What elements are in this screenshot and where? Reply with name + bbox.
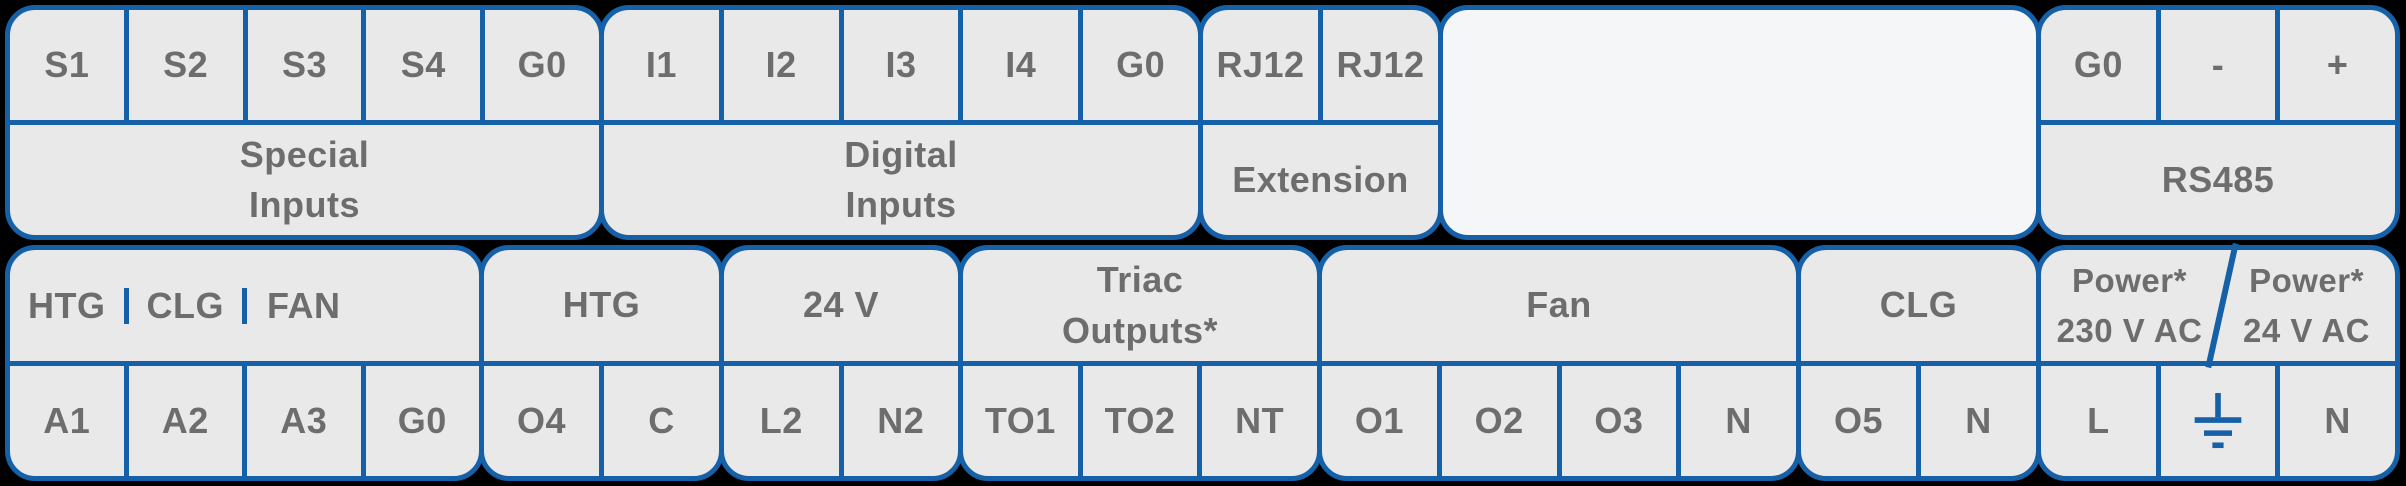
triac-terminals: TO1 TO2 NT: [963, 366, 1317, 476]
terminal-digital-g0: G0: [1078, 10, 1198, 120]
terminal-o5: O5: [1833, 400, 1884, 441]
terminal-a2: A2: [123, 366, 243, 476]
terminal-o3: O3: [1556, 366, 1677, 476]
block-htg: HTG O4 C: [479, 245, 724, 481]
24v-terminals: L2 N2: [724, 366, 958, 476]
terminal-c: C: [599, 366, 719, 476]
terminal-rs485-g0: G0: [2073, 44, 2123, 85]
block-clg: CLG O5 N: [1796, 245, 2041, 481]
terminal-l: L: [2087, 400, 2110, 441]
digital-inputs-terminals: I1 I2 I3 I4 G0: [604, 10, 1198, 120]
terminal-to1: TO1: [984, 400, 1056, 441]
block-power: Power* 230 V AC Power* 24 V AC L N: [2036, 242, 2400, 481]
group-label-rs485: RS485: [2161, 158, 2275, 200]
group-label-digital-inputs: Digital Inputs: [844, 133, 958, 225]
block-rs485: G0 - + RS485: [2036, 5, 2400, 240]
terminal-s3: S3: [242, 10, 362, 120]
earth-ground-icon: [2194, 393, 2242, 449]
terminal-n2: N2: [838, 366, 959, 476]
htg-terminals: O4 C: [484, 366, 719, 476]
terminal-power-n: N: [2275, 366, 2395, 476]
power-labels: Power* 230 V AC Power* 24 V AC: [2041, 242, 2395, 369]
rs485-terminals: G0 - +: [2041, 10, 2395, 120]
top-terminal-strip: S1 S2 S3 S4 G0 Special Inputs I1 I2 I3 I…: [0, 5, 2406, 240]
terminal-o1: O1: [1354, 400, 1404, 441]
group-label-special-inputs: Special Inputs: [239, 133, 370, 225]
terminal-i1: I1: [645, 44, 677, 85]
terminal-i2: I2: [718, 10, 839, 120]
terminal-s4: S4: [361, 10, 480, 120]
terminal-analog-g0: G0: [360, 366, 480, 476]
block-special-inputs: S1 S2 S3 S4 G0 Special Inputs: [5, 5, 604, 240]
group-label-triac-outputs: Triac Outputs*: [1062, 259, 1218, 351]
group-label-power-24: Power* 24 V AC: [2243, 262, 2370, 349]
power-terminals: L N: [2041, 366, 2395, 476]
extension-terminals: RJ12 RJ12: [1203, 10, 1438, 120]
terminal-clg-n: N: [1916, 366, 2036, 476]
clg-terminals: O5 N: [1801, 366, 2036, 476]
terminal-special-g0: G0: [480, 10, 599, 120]
terminal-rj12-2: RJ12: [1318, 10, 1438, 120]
label-fan: FAN: [242, 287, 361, 324]
terminal-o4: O4: [516, 400, 567, 441]
group-label-power-230: Power* 230 V AC: [2056, 262, 2203, 349]
block-extension: RJ12 RJ12 Extension: [1198, 5, 1443, 240]
label-htg: HTG: [28, 284, 106, 326]
blank-panel: [1438, 5, 2041, 240]
terminal-rs485-plus: +: [2275, 10, 2395, 120]
group-label-24v: 24 V: [802, 284, 880, 326]
group-label-htg: HTG: [562, 284, 641, 326]
special-inputs-terminals: S1 S2 S3 S4 G0: [10, 10, 599, 120]
block-triac-outputs: Triac Outputs* TO1 TO2 NT: [958, 245, 1322, 481]
terminal-i3: I3: [838, 10, 959, 120]
analog-outputs-labels: HTG CLG FAN: [10, 250, 479, 366]
terminal-rj12-1: RJ12: [1216, 44, 1305, 85]
terminal-to2: TO2: [1077, 366, 1198, 476]
terminal-o2: O2: [1436, 366, 1557, 476]
terminal-s2: S2: [123, 10, 243, 120]
group-label-fan: Fan: [1526, 284, 1592, 326]
terminal-a3: A3: [242, 366, 361, 476]
label-clg: CLG: [123, 287, 243, 324]
group-label-clg: CLG: [1879, 284, 1958, 326]
terminal-fan-n: N: [1676, 366, 1796, 476]
terminal-rs485-minus: -: [2155, 10, 2276, 120]
fan-terminals: O1 O2 O3 N: [1322, 366, 1796, 476]
terminal-earth: [2155, 366, 2276, 476]
terminal-s1: S1: [44, 44, 90, 85]
block-digital-inputs: I1 I2 I3 I4 G0 Digital Inputs: [599, 5, 1203, 240]
analog-outputs-terminals: A1 A2 A3 G0: [10, 366, 479, 476]
terminal-i4: I4: [958, 10, 1078, 120]
terminal-nt: NT: [1197, 366, 1317, 476]
block-fan: Fan O1 O2 O3 N: [1317, 245, 1801, 481]
block-analog-outputs: HTG CLG FAN A1 A2 A3 G0: [5, 245, 484, 481]
block-24v: 24 V L2 N2: [719, 245, 963, 481]
terminal-l2: L2: [759, 400, 803, 441]
terminal-a1: A1: [43, 400, 91, 441]
bottom-terminal-strip: HTG CLG FAN A1 A2 A3 G0 HTG O4 C 24 V L2: [0, 242, 2406, 481]
group-label-extension: Extension: [1232, 158, 1409, 200]
